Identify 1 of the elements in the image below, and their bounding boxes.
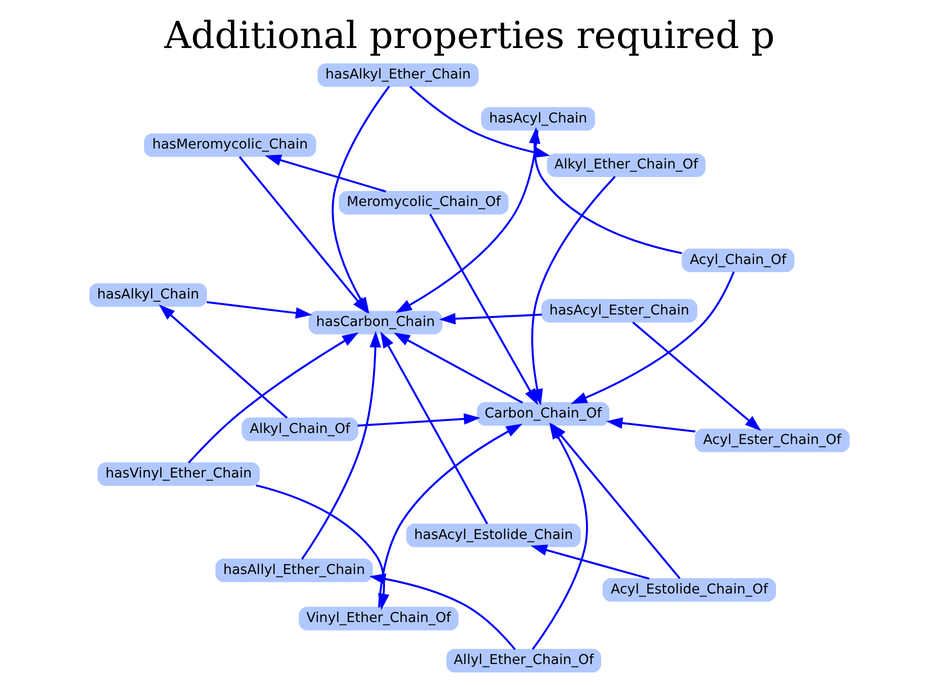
diagram-title: Additional properties required p (164, 14, 774, 57)
